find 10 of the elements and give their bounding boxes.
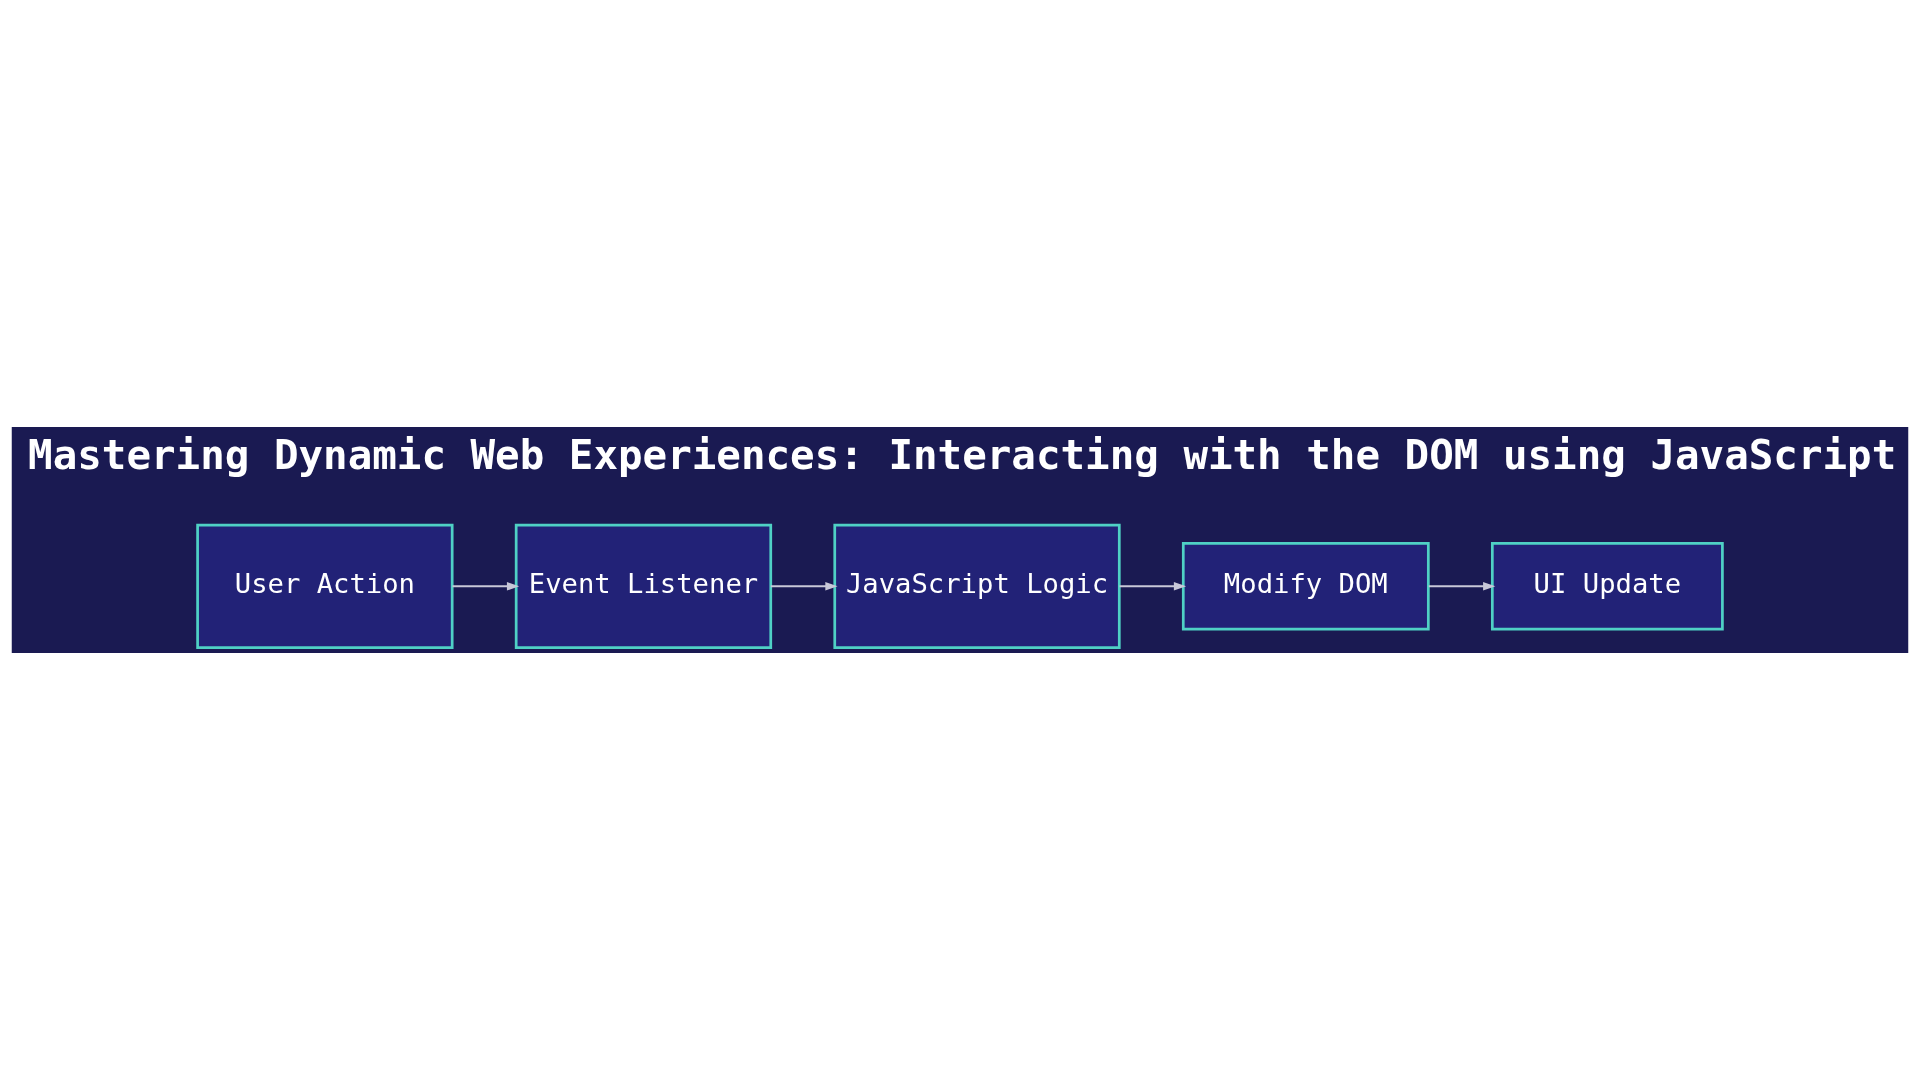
node-box: UI Update: [1490, 542, 1724, 631]
arrow: [770, 582, 838, 591]
diagram-title: Mastering Dynamic Web Experiences: Interacting with the DOM using JavaScript: [28, 431, 1897, 480]
node-box: User Action: [196, 523, 454, 649]
arrow: [1119, 582, 1187, 591]
node-box: Modify DOM: [1181, 542, 1430, 631]
node-box: JavaScript Logic: [833, 523, 1121, 649]
arrow: [452, 582, 520, 591]
node-box: Event Listener: [514, 523, 773, 649]
arrow: [1428, 582, 1496, 591]
